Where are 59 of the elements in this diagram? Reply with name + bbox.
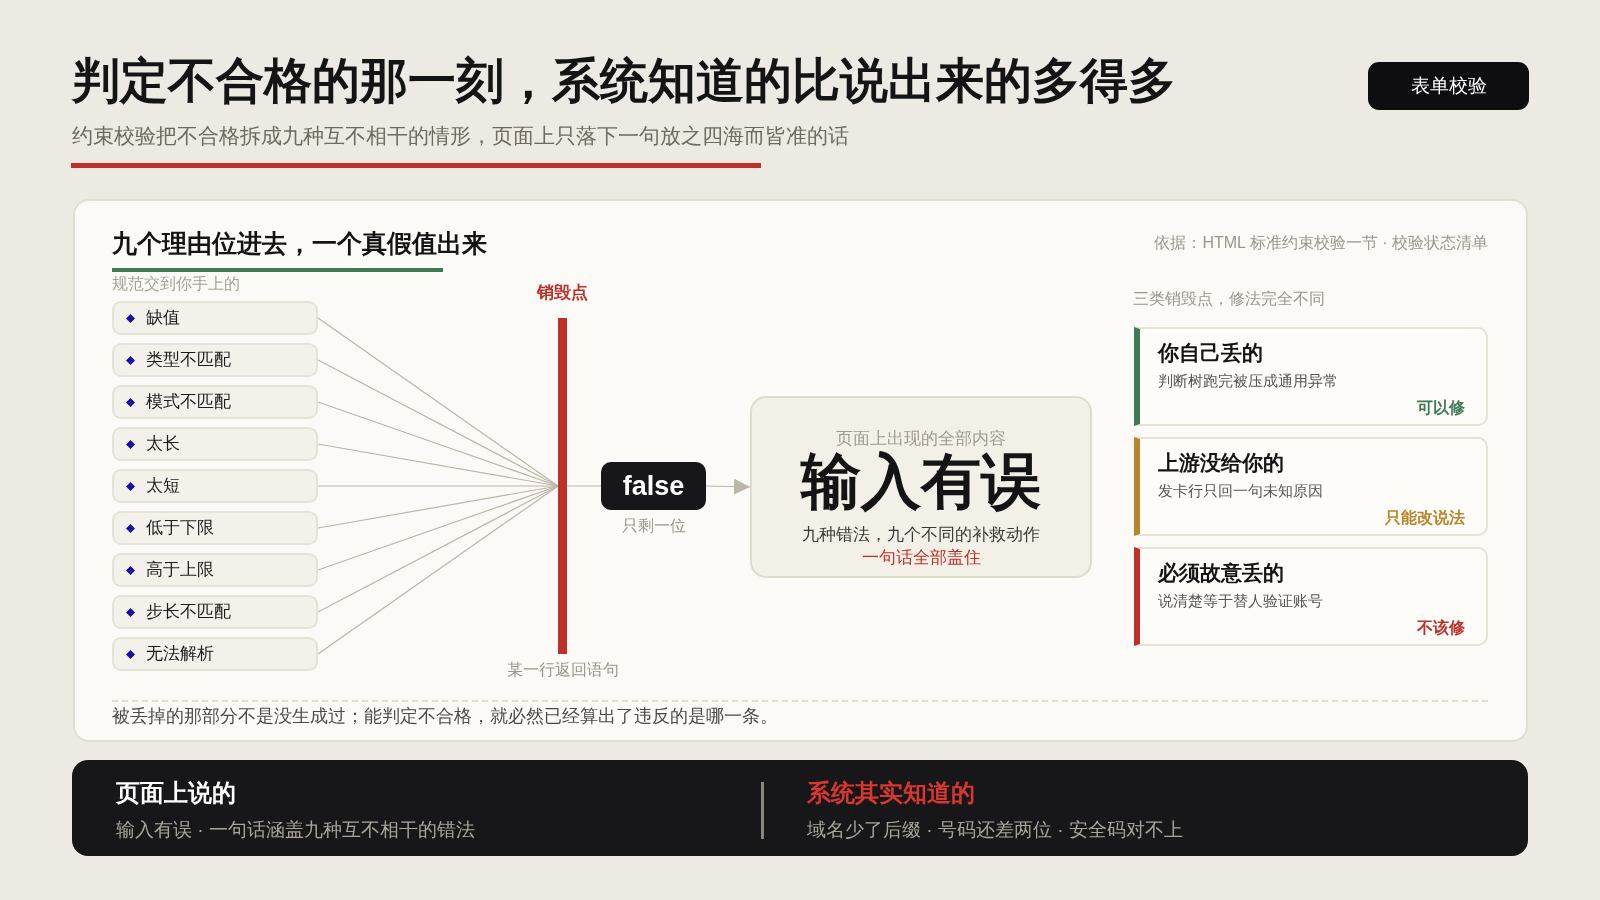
connector-line	[566, 485, 602, 487]
output-box	[750, 396, 1092, 578]
connector-line	[317, 317, 559, 487]
category-card	[1134, 437, 1488, 536]
card-verdict: 不该修	[1417, 618, 1465, 638]
box-note: 九种错法，九个不同的补救动作	[802, 524, 1040, 546]
box-caption: 页面上出现的全部内容	[836, 428, 1006, 450]
reason-text: 高于上限	[146, 559, 214, 581]
arrow	[705, 478, 751, 495]
reason-text: 低于下限	[146, 517, 214, 539]
card-text: 判断树跑完被压成通用异常	[1158, 371, 1338, 391]
card-text: 发卡行只回一句未知原因	[1158, 481, 1323, 501]
band-heading: 页面上说的	[116, 778, 236, 808]
bar-label: 销毁点	[536, 282, 588, 304]
card-heading: 你自己丢的	[1158, 340, 1263, 366]
reason-text: 太短	[146, 475, 180, 497]
box-highlight: 一句话全部盖住	[861, 547, 981, 569]
source-note: 依据：HTML 标准约束校验一节 · 校验状态清单	[1154, 233, 1488, 253]
reason-text: 缺值	[146, 307, 180, 329]
value-pill: false	[601, 462, 706, 510]
page-title: 判定不合格的那一刻，系统知道的比说出来的多得多	[72, 53, 1176, 109]
card-heading: 上游没给你的	[1158, 450, 1284, 476]
reason-text: 步长不匹配	[146, 601, 231, 623]
reason-text: 无法解析	[146, 643, 214, 665]
category-card	[1134, 327, 1488, 426]
reason-item	[112, 553, 318, 587]
reason-item	[112, 637, 318, 671]
card-text: 说清楚等于替人验证账号	[1158, 591, 1323, 611]
bar-caption: 某一行返回语句	[506, 660, 619, 680]
topic-tag: 表单校验	[1368, 62, 1529, 110]
band-text: 输入有误 · 一句话涵盖九种互不相干的错法	[116, 818, 475, 842]
band-text: 域名少了后缀 · 号码还差两位 · 安全码对不上	[807, 818, 1183, 842]
reason-item	[112, 511, 318, 545]
column-caption: 规范交到你手上的	[112, 274, 240, 294]
reason-item	[112, 385, 318, 419]
vertical-bar	[558, 318, 567, 654]
connector-line	[317, 485, 559, 655]
band-heading: 系统其实知道的	[807, 778, 975, 808]
summary-band	[72, 760, 1528, 856]
section-caption: 三类销毁点，修法完全不同	[1133, 289, 1325, 309]
pill-caption: 只剩一位	[621, 516, 686, 536]
subtitle: 约束校验把不合格拆成九种互不相干的情形，页面上只落下一句放之四海而皆准的话	[72, 123, 849, 149]
reason-item	[112, 469, 318, 503]
card-verdict: 可以修	[1417, 398, 1465, 418]
reason-text: 模式不匹配	[146, 391, 231, 413]
connector-line	[317, 359, 559, 487]
category-card	[1134, 547, 1488, 646]
content-panel	[73, 199, 1528, 742]
footnote: 被丢掉的那部分不是没生成过；能判定不合格，就必然已经算出了违反的是哪一条。	[112, 705, 778, 728]
panel-heading: 九个理由位进去，一个真假值出来	[112, 228, 487, 259]
reason-text: 类型不匹配	[146, 349, 231, 371]
reason-item	[112, 301, 318, 335]
card-heading: 必须故意丢的	[1158, 560, 1284, 586]
reason-text: 太长	[146, 433, 180, 455]
reason-item	[112, 427, 318, 461]
card-verdict: 只能改说法	[1385, 508, 1465, 528]
reason-item	[112, 343, 318, 377]
reason-item	[112, 595, 318, 629]
error-message: 输入有误	[801, 451, 1041, 513]
